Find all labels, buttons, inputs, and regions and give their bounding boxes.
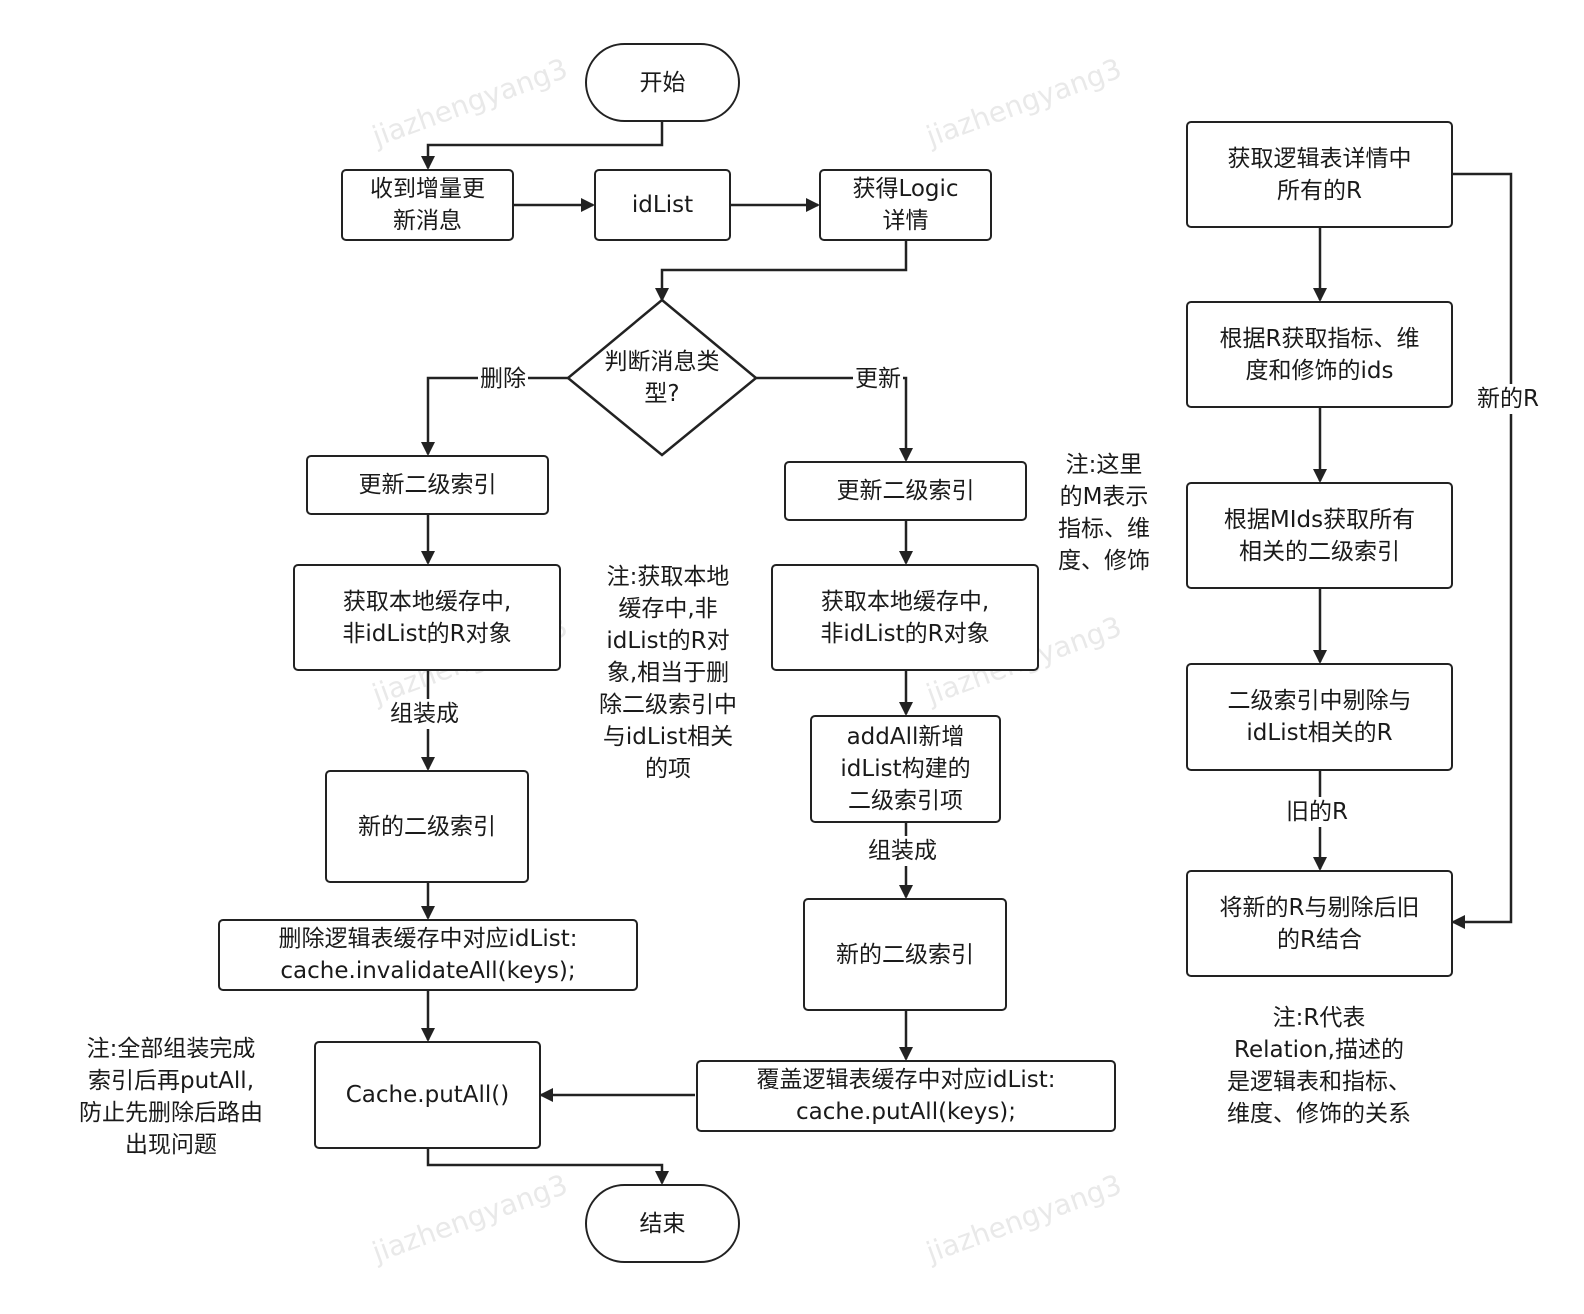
update-addall-node: addAll新增 idList构建的 二级索引项 [810,715,1001,823]
receive-message-node: 收到增量更 新消息 [341,169,514,241]
edge-label-assemble-left: 组装成 [388,699,461,729]
edge-label-update: 更新 [853,364,903,394]
r-remove-node: 二级索引中剔除与 idList相关的R [1186,663,1453,771]
decision-label: 判断消息类 型? [604,349,720,407]
edge-logic-decision [655,241,908,302]
start-node: 开始 [585,43,740,122]
delete-update-index-node: 更新二级索引 [306,455,549,515]
edge-r-new [1451,172,1513,929]
decision-diamond [566,298,758,457]
end-node: 结束 [585,1184,740,1263]
update-get-cache-node: 获取本地缓存中, 非idList的R对象 [771,564,1039,671]
cache-putall-node: Cache.putAll() [314,1041,541,1149]
update-put-node: 覆盖逻辑表缓存中对应idList: cache.putAll(keys); [696,1060,1116,1132]
delete-invalidate-node: 删除逻辑表缓存中对应idList: cache.invalidateAll(ke… [218,919,638,991]
r-merge-node: 将新的R与剔除后旧 的R结合 [1186,870,1453,977]
note-putall: 注:全部组装完成 索引后再putAll, 防止先删除后路由 出现问题 [79,1036,263,1158]
edge-decision-update [756,376,913,462]
delete-new-index-node: 新的二级索引 [325,770,529,883]
edge-putall-end [426,1149,669,1185]
r-get-index-node: 根据MIds获取所有 相关的二级索引 [1186,482,1453,589]
get-logic-node: 获得Logic 详情 [819,169,992,241]
note-r-definition: 注:R代表 Relation,描述的 是逻辑表和指标、 维度、修饰的关系 [1227,1005,1411,1127]
edge-label-old-r: 旧的R [1284,797,1350,827]
edge-label-assemble-right: 组装成 [866,836,939,866]
edge-start-receive [421,122,664,170]
r-get-ids-node: 根据R获取指标、维 度和修饰的ids [1186,301,1453,408]
note-m-definition: 注:这里 的M表示 指标、维 度、修饰 [1058,452,1150,574]
update-update-index-node: 更新二级索引 [784,461,1027,521]
delete-get-cache-node: 获取本地缓存中, 非idList的R对象 [293,564,561,671]
edge-label-delete: 删除 [478,364,528,394]
update-new-index-node: 新的二级索引 [803,898,1007,1011]
r-get-all-node: 获取逻辑表详情中 所有的R [1186,121,1453,228]
idlist-node: idList [594,169,731,241]
note-middle: 注:获取本地 缓存中,非 idList的R对 象,相当于删 除二级索引中 与id… [599,564,737,782]
edge-label-new-r: 新的R [1475,384,1541,414]
